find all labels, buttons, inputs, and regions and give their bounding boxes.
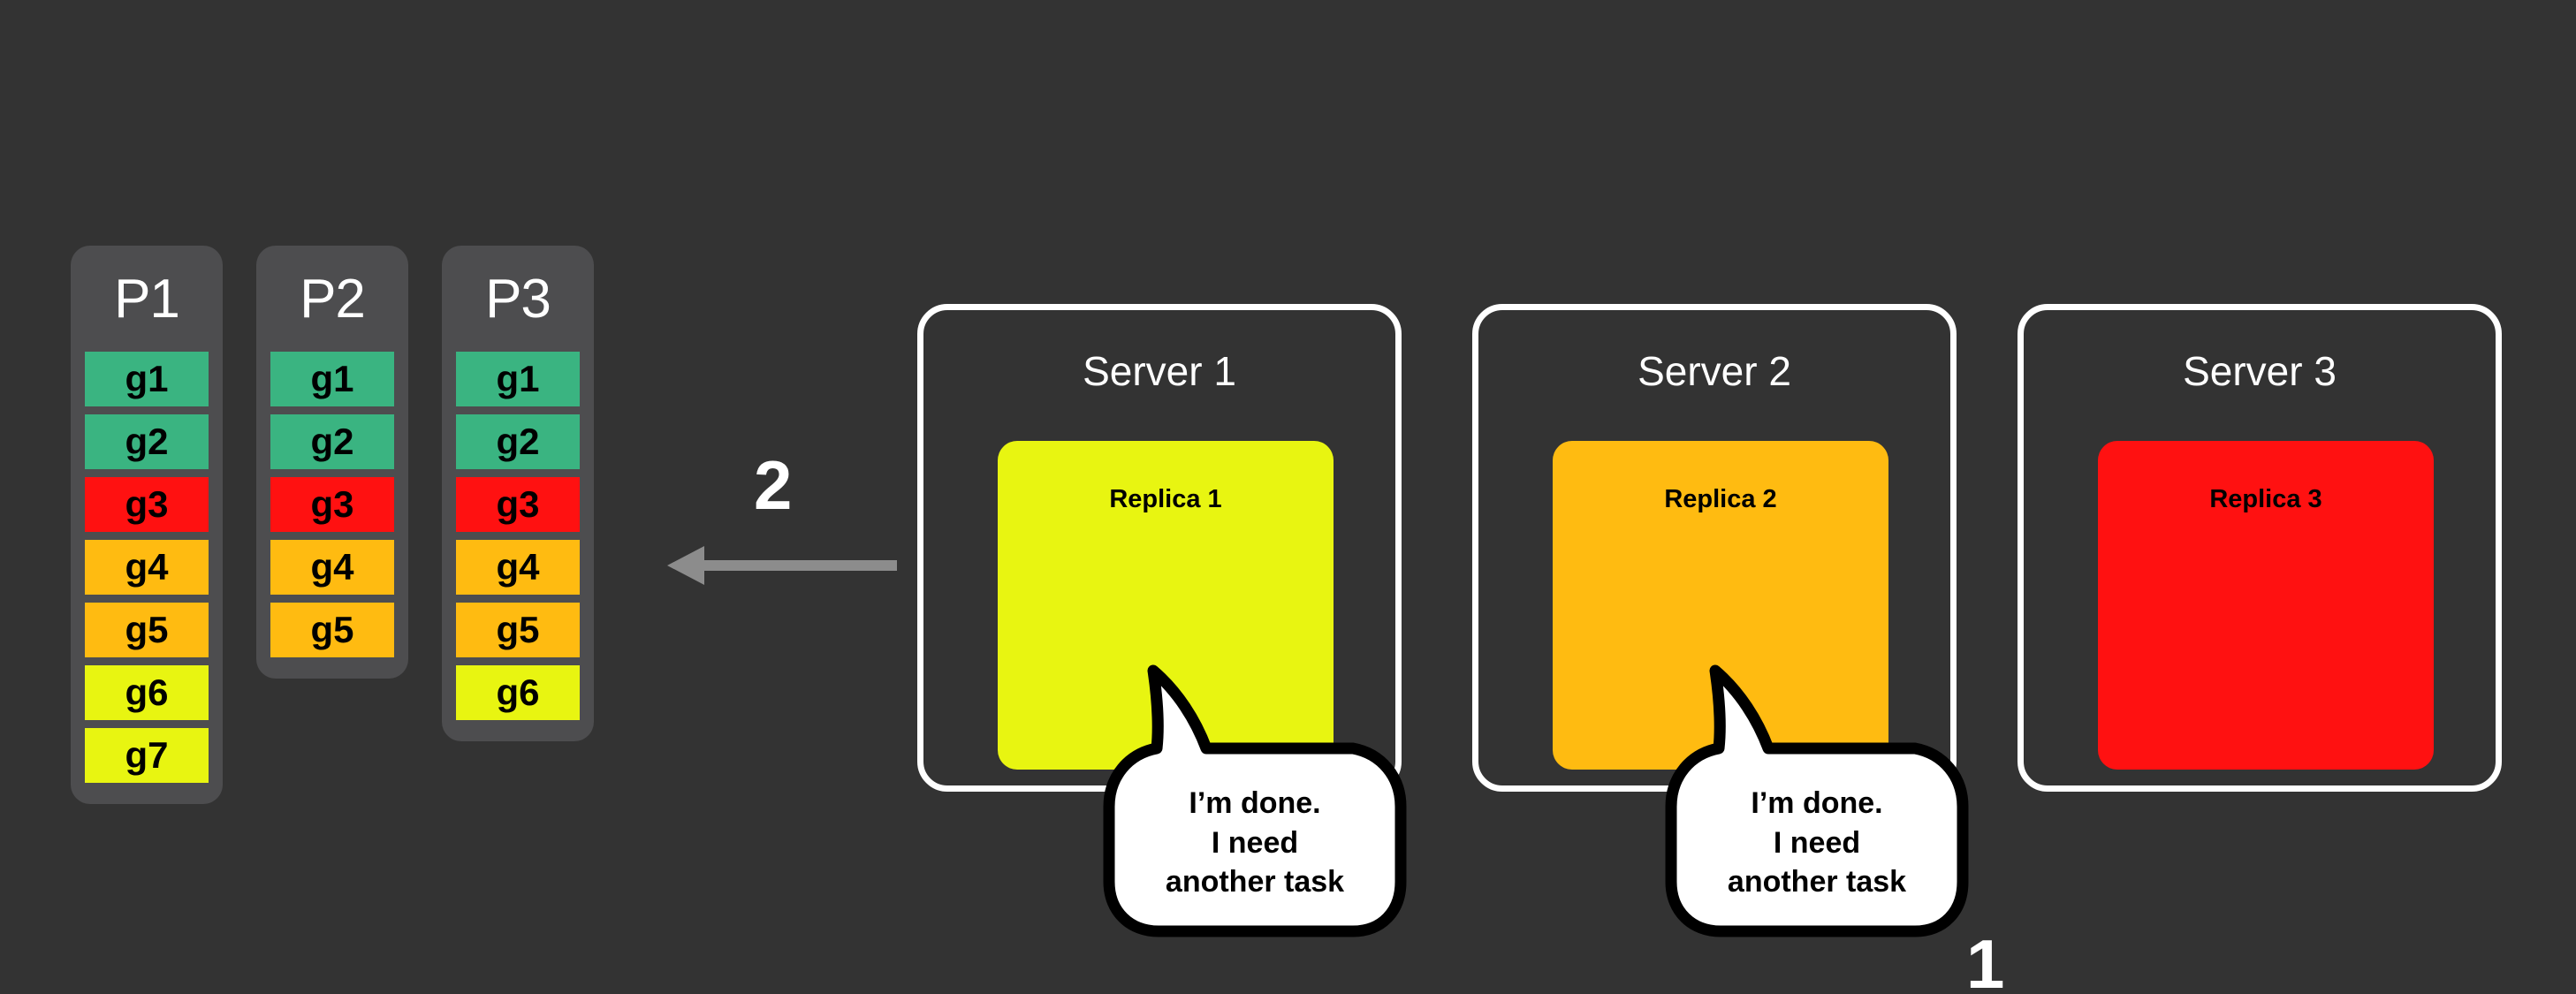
server-3-box[interactable]: Server 3 Replica 3 — [2017, 304, 2502, 792]
server-3-title: Server 3 — [2183, 348, 2337, 394]
partition-p2[interactable]: P2 g1 g2 g3 g4 g5 — [256, 246, 408, 679]
partition-group: P1 g1 g2 g3 g4 g5 g6 g7 P2 g1 g2 g3 g4 g… — [71, 246, 594, 804]
partition-p3-task-list: g1 g2 g3 g4 g5 g6 — [442, 352, 594, 720]
task-block[interactable]: g2 — [456, 414, 580, 469]
task-block[interactable]: g3 — [456, 477, 580, 532]
replica-2-label: Replica 2 — [1664, 485, 1777, 513]
step-2-label: 2 — [754, 446, 793, 524]
task-block[interactable]: g3 — [85, 477, 209, 532]
partition-p1-task-list: g1 g2 g3 g4 g5 g6 g7 — [71, 352, 223, 783]
task-block[interactable]: g4 — [456, 540, 580, 595]
server-1-title: Server 1 — [1083, 348, 1236, 394]
replica-3-label: Replica 3 — [2209, 485, 2322, 513]
task-block[interactable]: g5 — [270, 603, 394, 657]
step-2-arrow-group: 2 — [667, 451, 897, 601]
partition-p3[interactable]: P3 g1 g2 g3 g4 g5 g6 — [442, 246, 594, 741]
step-1-label: 1 — [1966, 925, 2005, 994]
server-2-title: Server 2 — [1638, 348, 1791, 394]
task-block[interactable]: g5 — [456, 603, 580, 657]
partition-p1-title: P1 — [114, 269, 180, 330]
speech-bubble-1-text: I’m done. I need another task — [1165, 786, 1345, 899]
replica-1-label: Replica 1 — [1109, 485, 1222, 513]
speech-bubble-2-text: I’m done. I need another task — [1727, 786, 1907, 899]
partition-p2-title: P2 — [300, 269, 366, 330]
replica-3-box[interactable]: Replica 3 — [2098, 441, 2434, 770]
task-block[interactable]: g4 — [270, 540, 394, 595]
speech-bubble-shape — [1103, 664, 1407, 937]
task-block[interactable]: g6 — [456, 665, 580, 720]
arrow-left-icon — [667, 546, 897, 585]
task-block[interactable]: g3 — [270, 477, 394, 532]
task-block[interactable]: g2 — [85, 414, 209, 469]
task-block[interactable]: g1 — [456, 352, 580, 406]
task-block[interactable]: g1 — [85, 352, 209, 406]
partition-p1[interactable]: P1 g1 g2 g3 g4 g5 g6 g7 — [71, 246, 223, 804]
task-block[interactable]: g2 — [270, 414, 394, 469]
task-block[interactable]: g1 — [270, 352, 394, 406]
speech-bubble-replica-2[interactable]: I’m done. I need another task — [1665, 664, 1969, 937]
speech-bubble-shape — [1665, 664, 1969, 937]
task-block[interactable]: g5 — [85, 603, 209, 657]
task-block[interactable]: g7 — [85, 728, 209, 783]
speech-bubble-replica-1[interactable]: I’m done. I need another task — [1103, 664, 1407, 937]
partition-p2-task-list: g1 g2 g3 g4 g5 — [256, 352, 408, 657]
task-block[interactable]: g6 — [85, 665, 209, 720]
partition-p3-title: P3 — [485, 269, 551, 330]
task-block[interactable]: g4 — [85, 540, 209, 595]
